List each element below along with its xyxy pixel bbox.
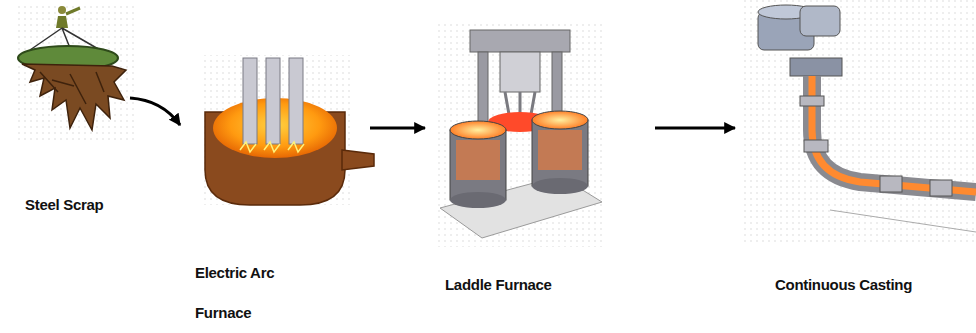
roller — [804, 140, 828, 152]
process-stage: Steel Scrap — [5, 0, 130, 225]
process-stage: Continuous Casting — [735, 0, 976, 305]
dot-grid — [435, 22, 603, 247]
dot-grid — [15, 5, 135, 140]
steel-strand — [812, 76, 976, 192]
crane-operator — [56, 16, 68, 28]
ladle — [532, 120, 588, 186]
electrode — [289, 58, 303, 144]
floor-line — [830, 210, 976, 232]
ladle-melt — [450, 121, 506, 139]
dot-grid — [200, 55, 350, 205]
gantry-top — [470, 30, 570, 52]
arc-sparks — [240, 142, 304, 152]
tundish — [790, 58, 842, 76]
crane-arm — [66, 8, 80, 14]
caster-illustration — [758, 5, 976, 232]
glow — [456, 140, 500, 180]
ladle-bottom — [450, 192, 506, 208]
process-stage: Laddle Furnace — [425, 15, 655, 305]
stage-label: Continuous Casting — [775, 275, 965, 295]
ladle-bottom — [532, 178, 588, 194]
eaf-illustration — [205, 58, 374, 205]
stage-label: Laddle Furnace — [445, 275, 625, 295]
glow — [538, 130, 582, 170]
tap-spout — [342, 150, 374, 170]
flow-arrow — [370, 127, 425, 130]
electrode — [266, 58, 280, 144]
roller — [880, 176, 902, 192]
flow-arrow — [130, 98, 180, 125]
stage-label: Steel Scrap — [25, 195, 135, 215]
roof-unit — [500, 52, 540, 92]
flow-arrow — [655, 127, 735, 130]
ladle-furnace-illustration — [440, 30, 602, 238]
stage-label: Electric Arc Furnace — [195, 253, 320, 333]
crane-operator — [58, 6, 66, 14]
scrap-pile — [22, 64, 126, 130]
process-stage: Electric Arc Furnace — [180, 40, 370, 333]
roller — [930, 180, 952, 196]
ladle — [450, 130, 506, 200]
scrap-detail — [40, 72, 104, 104]
ladle-melt — [532, 111, 588, 129]
roller — [800, 96, 824, 106]
strand-frame — [812, 76, 976, 192]
electrode — [243, 58, 257, 144]
scrap-illustration — [18, 6, 126, 130]
turret — [800, 6, 840, 36]
dot-grid — [740, 0, 976, 245]
